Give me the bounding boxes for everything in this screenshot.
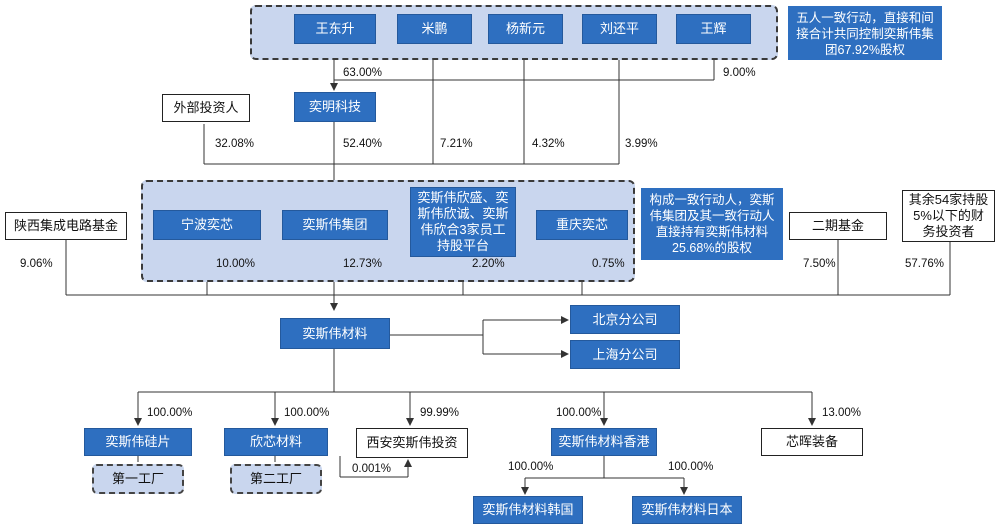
- pct-yiming-group: 52.40%: [343, 138, 383, 150]
- pct-xian: 99.99%: [420, 407, 460, 419]
- pct-xinhui: 13.00%: [822, 407, 862, 419]
- entity-materials-hk: 奕斯伟材料香港: [551, 428, 657, 456]
- pct-japan: 100.00%: [668, 461, 714, 473]
- shareholder-yangxinyuan: 杨新元: [488, 14, 563, 44]
- entity-outside-investors: 外部投资人: [162, 94, 250, 122]
- entity-beijing-branch: 北京分公司: [570, 305, 680, 334]
- entity-xinhui-equipment: 芯晖装备: [761, 428, 863, 456]
- entity-yiming-tech: 奕明科技: [294, 92, 376, 122]
- pct-founders-yiming: 63.00%: [343, 67, 383, 79]
- entity-phase2-fund: 二期基金: [789, 212, 887, 240]
- pct-korea: 100.00%: [508, 461, 554, 473]
- shareholder-wanghui: 王辉: [676, 14, 751, 44]
- pct-silicon: 100.00%: [147, 407, 193, 419]
- pct-xinxin-xian: 0.001%: [352, 463, 392, 475]
- note-concert-holding: 构成一致行动人，奕斯伟集团及其一致行动人直接持有奕斯伟材料25.68%的股权: [641, 188, 783, 260]
- pct-other-investors: 57.76%: [905, 258, 945, 270]
- pct-xinxin: 100.00%: [284, 407, 330, 419]
- pct-outside-investors: 32.08%: [215, 138, 255, 150]
- pct-hk: 100.00%: [556, 407, 602, 419]
- entity-xian-investment: 西安奕斯伟投资: [356, 428, 468, 458]
- entity-xinxin-materials: 欣芯材料: [224, 428, 328, 456]
- entity-shaanxi-ic-fund: 陕西集成电路基金: [5, 212, 127, 240]
- shareholder-mipeng: 米鹏: [397, 14, 472, 44]
- pct-eswin-group: 12.73%: [343, 258, 383, 270]
- entity-chongqing-yixin: 重庆奕芯: [536, 210, 628, 240]
- shareholder-liuhuanping: 刘还平: [582, 14, 657, 44]
- entity-materials-japan: 奕斯伟材料日本: [632, 496, 742, 524]
- pct-mipeng: 7.21%: [440, 138, 473, 150]
- pct-phase2-fund: 7.50%: [803, 258, 836, 270]
- entity-eswin-group: 奕斯伟集团: [282, 210, 388, 240]
- entity-ningbo-yixin: 宁波奕芯: [153, 210, 261, 240]
- entity-other-investors: 其余54家持股5%以下的财务投资者: [902, 190, 995, 242]
- entity-shanghai-branch: 上海分公司: [570, 340, 680, 369]
- entity-fab-2: 第二工厂: [230, 464, 322, 494]
- pct-wanghui: 9.00%: [723, 67, 756, 79]
- entity-fab-1: 第一工厂: [92, 464, 184, 494]
- entity-materials-korea: 奕斯伟材料韩国: [473, 496, 583, 524]
- pct-employee-platforms: 2.20%: [472, 258, 505, 270]
- pct-shaanxi-fund: 9.06%: [20, 258, 53, 270]
- pct-ningbo: 10.00%: [216, 258, 256, 270]
- entity-employee-platforms: 奕斯伟欣盛、奕斯伟欣诚、奕斯伟欣合3家员工持股平台: [410, 187, 516, 257]
- shareholder-wangdongsheng: 王东升: [294, 14, 376, 44]
- pct-chongqing: 0.75%: [592, 258, 625, 270]
- pct-liuhuanping: 3.99%: [625, 138, 658, 150]
- entity-eswin-silicon: 奕斯伟硅片: [84, 428, 192, 456]
- entity-eswin-materials: 奕斯伟材料: [280, 318, 390, 349]
- note-concert-control: 五人一致行动，直接和间接合计共同控制奕斯伟集团67.92%股权: [788, 6, 942, 60]
- pct-yangxinyuan: 4.32%: [532, 138, 565, 150]
